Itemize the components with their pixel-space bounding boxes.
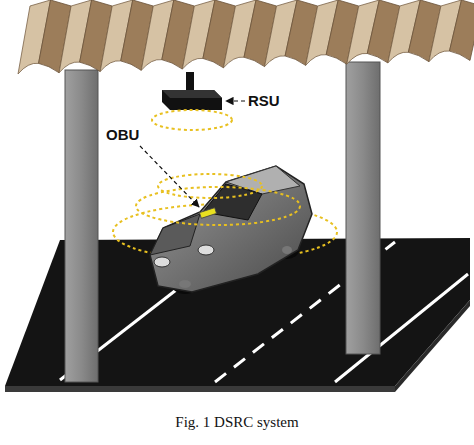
rsu-unit: [162, 90, 222, 110]
leader-arrow: [226, 100, 245, 101]
pillar: [65, 70, 98, 382]
part-label: OBU: [106, 126, 139, 143]
road-edge: [5, 386, 395, 392]
part-label: RSU: [248, 92, 280, 109]
road-edge: [395, 300, 470, 392]
figure-caption: Fig. 1 DSRC system: [0, 414, 474, 431]
rsu-unit-top: [162, 90, 222, 98]
radio-wave: [152, 110, 232, 130]
radio-wave: [158, 174, 262, 198]
corrugated-roof: [18, 0, 474, 74]
leader-arrow: [140, 146, 199, 207]
radio-wave: [136, 187, 300, 225]
rsu-mount: [186, 72, 194, 90]
car: [150, 166, 312, 294]
obu-device: [199, 208, 216, 219]
pillar: [346, 62, 380, 354]
